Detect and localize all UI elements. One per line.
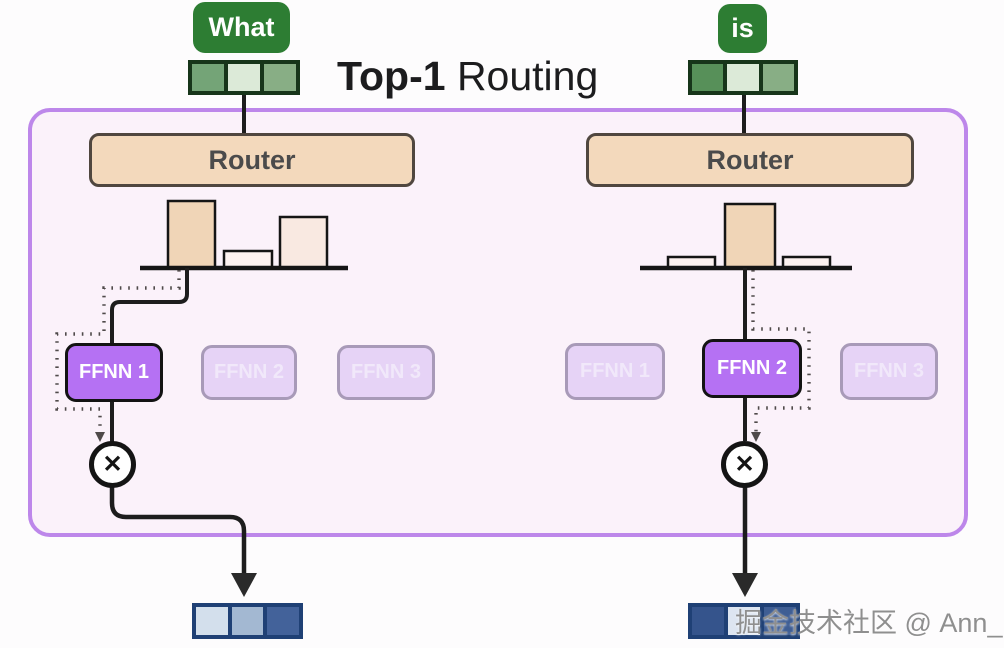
embedding-cell <box>196 607 228 635</box>
token-chip-is: is <box>718 4 767 53</box>
watermark-text: 掘金技术社区 @ Ann_ <box>735 608 1003 638</box>
title-rest: Routing <box>445 53 599 99</box>
title-emphasis: Top-1 <box>337 53 446 99</box>
arrowhead-left <box>231 573 257 597</box>
embedding-cell <box>228 64 260 91</box>
output-embedding-left <box>192 603 303 639</box>
expert-right-ffnn3: FFNN 3 <box>840 343 938 400</box>
embedding-cell <box>692 64 724 91</box>
embedding-cell <box>192 64 224 91</box>
diagram-title: Top-1 Routing <box>337 53 598 100</box>
token-chip-what: What <box>193 2 290 53</box>
embedding-cell <box>692 607 724 635</box>
multiply-icon: ✕ <box>89 441 136 488</box>
expert-right-ffnn1: FFNN 1 <box>565 343 665 400</box>
multiply-icon: ✕ <box>721 441 768 488</box>
expert-left-ffnn3: FFNN 3 <box>337 345 435 400</box>
router-box-right: Router <box>586 133 914 187</box>
embedding-cell <box>727 64 759 91</box>
expert-left-ffnn2: FFNN 2 <box>201 345 297 400</box>
arrowhead-right <box>732 573 758 597</box>
embedding-cell <box>231 607 264 635</box>
expert-right-ffnn2-active: FFNN 2 <box>702 339 802 398</box>
router-box-left: Router <box>89 133 415 187</box>
embedding-cell <box>267 607 300 635</box>
embedding-cell <box>764 607 796 635</box>
expert-left-ffnn1-active: FFNN 1 <box>65 343 163 402</box>
output-embedding-right <box>688 603 800 639</box>
embedding-cell <box>728 607 760 635</box>
embedding-cell <box>762 64 794 91</box>
token-embedding-left <box>188 60 300 95</box>
embedding-cell <box>264 64 296 91</box>
token-embedding-right <box>688 60 798 95</box>
